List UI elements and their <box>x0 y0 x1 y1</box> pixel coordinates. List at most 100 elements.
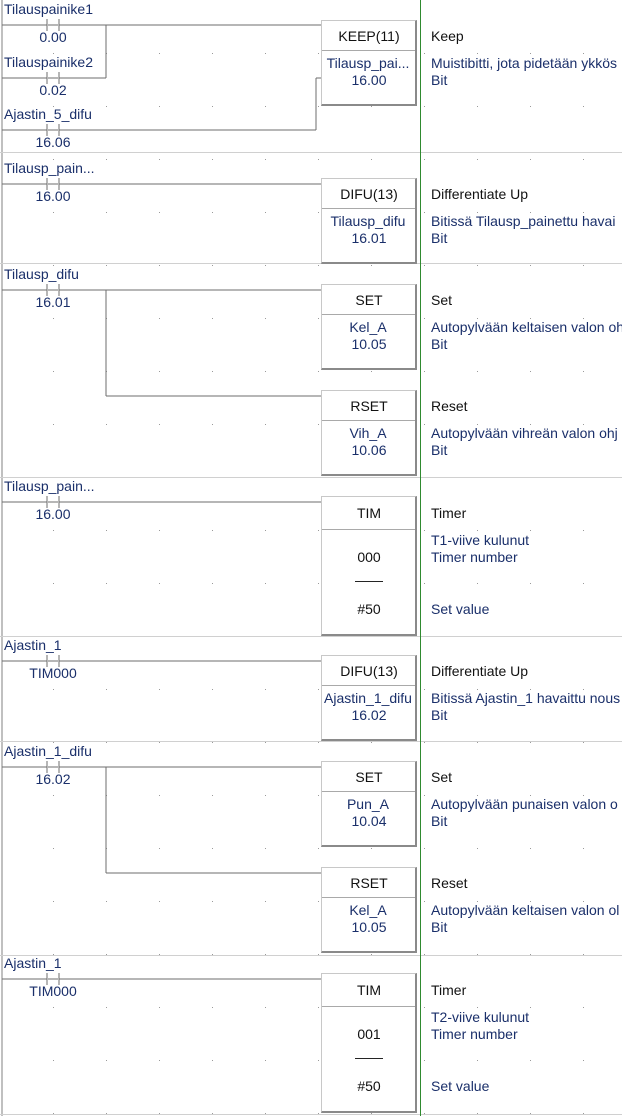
grid-dot <box>53 795 54 796</box>
grid-dot <box>424 530 425 531</box>
grid-dot <box>477 1060 478 1061</box>
grid-dot <box>159 1007 160 1008</box>
grid-dot <box>583 689 584 690</box>
instruction-box[interactable] <box>321 284 417 370</box>
grid-dot <box>583 265 584 266</box>
timer-set-value: #50 <box>357 1078 381 1094</box>
grid-dot <box>477 530 478 531</box>
grid-dot <box>212 106 213 107</box>
grid-dot <box>265 954 266 955</box>
instruction-box[interactable] <box>321 20 417 106</box>
grid-dot <box>371 742 372 743</box>
timer-box[interactable] <box>321 496 417 636</box>
grid-dot <box>212 265 213 266</box>
timer-number: 000 <box>357 549 381 565</box>
grid-dot <box>530 424 531 425</box>
instruction-address: 10.05 <box>351 919 387 935</box>
grid-dot <box>265 265 266 266</box>
grid-dot <box>318 159 319 160</box>
grid-dot <box>530 848 531 849</box>
timer-box[interactable] <box>321 973 417 1113</box>
instruction-operand: Ajastin_1_difu <box>324 690 412 706</box>
grid-dot <box>318 795 319 796</box>
instruction-operand: Kel_A <box>349 319 387 335</box>
instruction-divider <box>322 685 415 686</box>
grid-dot <box>371 371 372 372</box>
contact-name: Tilausp_difu <box>4 266 79 282</box>
contact-address: 16.00 <box>35 188 71 204</box>
instruction-box[interactable] <box>321 867 417 953</box>
grid-dot <box>212 742 213 743</box>
grid-dot <box>318 265 319 266</box>
grid-dot <box>583 106 584 107</box>
grid-dot <box>583 318 584 319</box>
grid-dot <box>530 371 531 372</box>
instruction-comment: Bitissä Tilausp_painettu havai <box>431 213 616 229</box>
grid-dot <box>212 371 213 372</box>
grid-dot <box>212 212 213 213</box>
grid-dot <box>212 1113 213 1114</box>
grid-dot <box>318 1007 319 1008</box>
grid-dot <box>477 265 478 266</box>
grid-dot <box>265 901 266 902</box>
grid-dot <box>530 265 531 266</box>
grid-dot <box>53 742 54 743</box>
grid-dot <box>530 1007 531 1008</box>
grid-dot <box>106 265 107 266</box>
grid-dot <box>530 212 531 213</box>
grid-dot <box>477 371 478 372</box>
instruction-box[interactable] <box>321 390 417 476</box>
contact-address: 16.01 <box>35 294 71 310</box>
grid-dot <box>424 1007 425 1008</box>
grid-dot <box>477 795 478 796</box>
grid-dot <box>265 530 266 531</box>
instruction-mnemonic: RSET <box>350 875 388 891</box>
grid-dot <box>583 1060 584 1061</box>
instruction-box[interactable] <box>321 655 417 741</box>
instruction-comment: Autopylvään vihreän valon ohj <box>431 425 618 441</box>
grid-dot <box>530 901 531 902</box>
operand-type: Bit <box>431 442 448 458</box>
instruction-box[interactable] <box>321 178 417 264</box>
grid-dot <box>530 795 531 796</box>
instruction-address: 10.06 <box>351 442 387 458</box>
grid-dot <box>424 318 425 319</box>
instruction-address: 10.05 <box>351 336 387 352</box>
grid-dot <box>530 53 531 54</box>
grid-dot <box>106 1113 107 1114</box>
grid-dot <box>424 583 425 584</box>
grid-dot <box>53 371 54 372</box>
grid-dot <box>106 1060 107 1061</box>
grid-dot <box>318 1113 319 1114</box>
operand-type: Bit <box>431 919 448 935</box>
grid-dot <box>530 954 531 955</box>
grid-dot <box>583 901 584 902</box>
grid-dot <box>530 689 531 690</box>
instruction-comment: Bitissä Ajastin_1 havaittu nous <box>431 690 621 706</box>
instruction-address: 10.04 <box>351 813 387 829</box>
grid-dot <box>265 848 266 849</box>
grid-dot <box>318 954 319 955</box>
grid-dot <box>583 795 584 796</box>
grid-dot <box>212 159 213 160</box>
grid-dot <box>530 583 531 584</box>
grid-dot <box>477 318 478 319</box>
grid-dot <box>371 159 372 160</box>
grid-dot <box>424 1060 425 1061</box>
timer-number-label: Timer number <box>431 1026 518 1042</box>
grid-dot <box>159 848 160 849</box>
timer-separator: —— <box>355 1049 383 1065</box>
instruction-box[interactable] <box>321 761 417 847</box>
grid-dot <box>53 689 54 690</box>
grid-dot <box>106 583 107 584</box>
grid-dot <box>212 1060 213 1061</box>
instruction-comment: Muistibitti, jota pidetään ykkös <box>431 55 617 71</box>
contact-name: Ajastin_1_difu <box>4 743 92 759</box>
grid-dot <box>265 106 266 107</box>
instruction-mnemonic: KEEP(11) <box>338 28 400 44</box>
grid-dot <box>318 742 319 743</box>
grid-dot <box>583 742 584 743</box>
grid-dot <box>424 795 425 796</box>
